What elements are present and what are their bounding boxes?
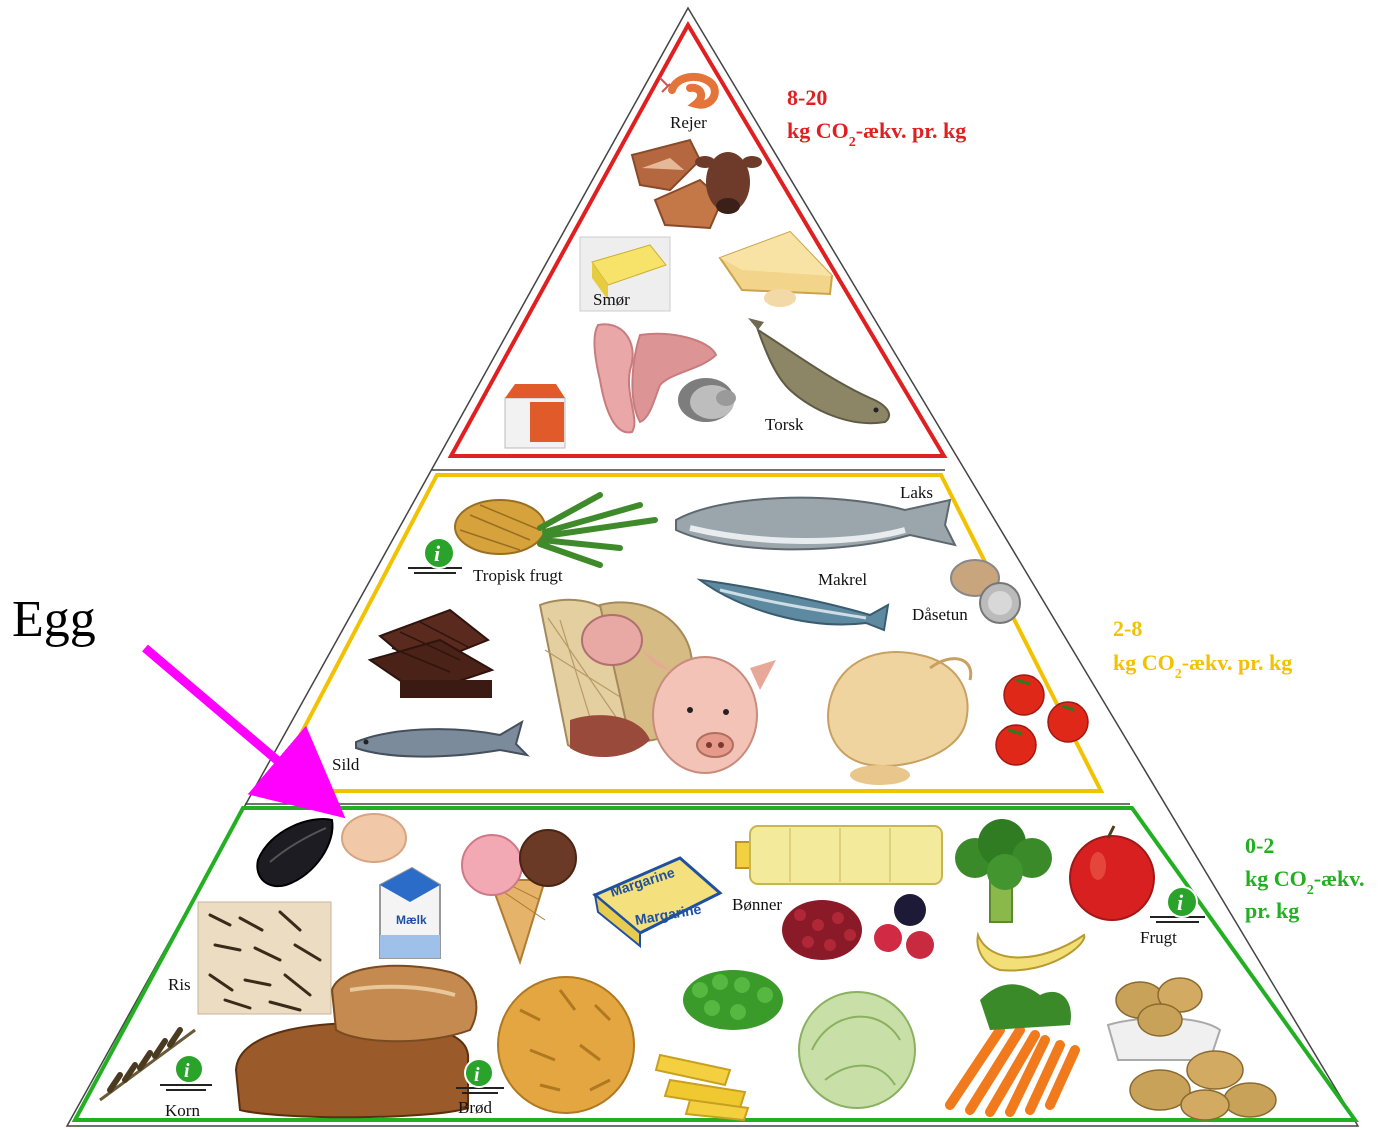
milk-brand-label: Mælk [396,913,427,927]
herring-icon [356,722,527,757]
svg-text:i: i [1177,890,1184,915]
cod-icon [748,318,889,423]
oil-bottle-icon [736,826,942,884]
chocolate-icon [370,610,492,698]
berries-icon [874,894,934,959]
rejer-label: Rejer [670,113,707,132]
middle-tier-range: 2-8 [1113,616,1142,641]
pineapple-icon [455,495,655,565]
brod-label: Brød [458,1098,493,1117]
smor-label: Smør [593,290,630,309]
ris-label: Ris [168,975,191,994]
svg-text:i: i [184,1060,190,1082]
rice-icon [198,902,331,1014]
tomato-icon [996,675,1088,765]
info-icon[interactable]: i [408,538,462,573]
broccoli-icon [955,819,1052,922]
chicken-icon [828,652,971,785]
shrimp-icon [660,77,715,105]
frugt-label: Frugt [1140,928,1177,947]
salmon-icon [676,498,955,550]
top-tier-unit: kg CO2-ækv. pr. kg [787,118,966,150]
middle-tier-unit: kg CO2-ækv. pr. kg [1113,650,1292,682]
sheep-icon [678,378,736,422]
bottom-tier-range: 0-2 [1245,833,1274,858]
top-tier-range: 8-20 [787,85,827,110]
torsk-label: Torsk [765,415,804,434]
dasetun-label: Dåsetun [912,605,968,624]
bottom-tier-unit-line2: pr. kg [1245,898,1299,923]
margarine-icon: Margarine Margarine [595,858,720,946]
bottom-tier-unit: kg CO2-ækv. [1245,866,1365,898]
egg-annotation-label: Egg [12,591,96,648]
beans-icon [782,900,862,960]
info-icon[interactable]: i [1150,887,1205,922]
cornflakes-icon [498,977,634,1113]
ice-cream-icon [462,830,576,962]
svg-text:i: i [474,1064,480,1086]
makrel-label: Makrel [818,570,867,589]
apple-icon [1070,826,1154,920]
svg-text:i: i [434,541,441,566]
tropisk-label: Tropisk frugt [473,566,563,585]
cabbage-icon [799,992,915,1108]
potatoes-icon [1108,978,1276,1120]
milk-carton-icon [505,384,565,448]
info-icon[interactable]: i [160,1055,212,1090]
peas-icon [683,970,783,1030]
pasta-icon [656,1055,748,1120]
laks-label: Laks [900,483,933,502]
sild-label: Sild [332,755,360,774]
egg-icon [342,814,406,862]
banana-icon [977,935,1084,971]
mussel-icon [257,819,332,886]
milk-carton-icon: Mælk [380,868,440,958]
korn-label: Korn [165,1101,200,1120]
pig-icon [640,648,776,773]
carrots-icon [950,984,1075,1112]
cheese-icon [720,232,832,307]
bonner-label: Bønner [732,895,782,914]
